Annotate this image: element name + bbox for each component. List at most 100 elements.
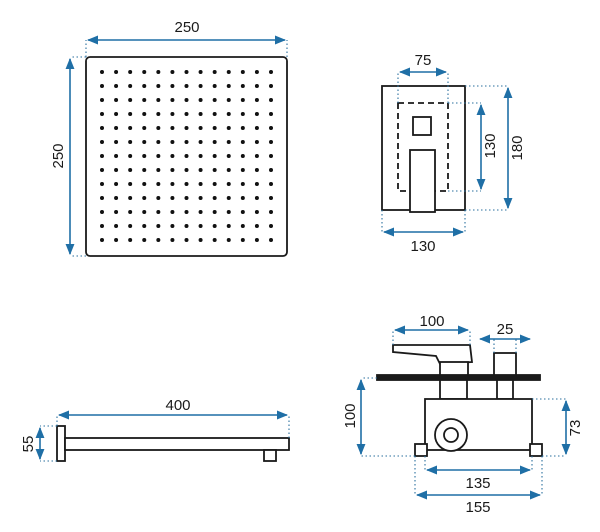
valve-body-stem-label: 25 <box>497 321 514 338</box>
valve-plate-inner-height-label: 130 <box>482 133 499 158</box>
shower-nozzle <box>226 224 231 228</box>
shower-nozzle <box>269 224 273 228</box>
shower-nozzle <box>240 98 245 102</box>
shower-nozzle <box>269 210 273 214</box>
shower-nozzle <box>128 196 133 200</box>
shower-arm-length-label: 400 <box>165 397 190 414</box>
valve-body-outlet-inner <box>443 427 459 443</box>
shower-nozzle <box>198 112 203 116</box>
shower-nozzle <box>198 196 203 200</box>
shower-nozzle <box>156 70 161 74</box>
shower-nozzle <box>184 182 189 186</box>
shower-nozzle <box>269 238 273 242</box>
valve-plate-width-label: 130 <box>410 238 435 255</box>
shower-nozzle <box>114 168 119 172</box>
shower-nozzle <box>269 70 273 74</box>
shower-nozzle <box>170 84 175 88</box>
shower-nozzle <box>142 210 147 214</box>
shower-nozzle <box>254 196 259 200</box>
shower-nozzle <box>184 238 189 242</box>
shower-nozzle <box>240 182 245 186</box>
shower-nozzle <box>170 210 175 214</box>
shower-nozzle <box>212 126 217 130</box>
shower-nozzle <box>184 196 189 200</box>
shower-nozzle <box>114 140 119 144</box>
shower-nozzle <box>114 154 119 158</box>
shower-nozzle <box>100 84 104 88</box>
shower-nozzle <box>114 98 119 102</box>
shower-nozzle <box>114 224 119 228</box>
shower-nozzle <box>128 112 133 116</box>
shower-arm-wall-flange <box>56 425 66 462</box>
shower-nozzle <box>212 224 217 228</box>
shower-nozzle <box>240 140 245 144</box>
valve-plate-lever <box>409 149 436 213</box>
shower-nozzle <box>142 126 147 130</box>
shower-nozzle <box>240 238 245 242</box>
shower-nozzle <box>114 238 119 242</box>
shower-nozzle <box>198 84 203 88</box>
shower-nozzle <box>212 84 217 88</box>
shower-nozzle <box>156 84 161 88</box>
shower-nozzle <box>142 238 147 242</box>
shower-nozzle <box>212 182 217 186</box>
shower-nozzle <box>226 154 231 158</box>
shower-nozzle <box>170 126 175 130</box>
shower-nozzle <box>240 196 245 200</box>
shower-nozzle <box>212 196 217 200</box>
shower-nozzle <box>269 126 273 130</box>
shower-nozzle <box>142 168 147 172</box>
shower-nozzle <box>212 238 217 242</box>
valve-plate-view: 75 130 180 130 <box>381 52 526 255</box>
shower-nozzle <box>212 154 217 158</box>
shower-nozzle <box>226 210 231 214</box>
shower-nozzle <box>269 168 273 172</box>
shower-nozzle <box>128 154 133 158</box>
shower-nozzle <box>240 112 245 116</box>
shower-nozzle <box>226 98 231 102</box>
shower-nozzle <box>254 238 259 242</box>
valve-body-view: 100 25 100 73 135 155 <box>342 313 584 516</box>
shower-nozzle <box>198 238 203 242</box>
valve-body-lever-base <box>439 361 469 376</box>
shower-nozzle <box>226 140 231 144</box>
valve-body-diverter-cap <box>493 352 517 376</box>
shower-nozzle <box>269 140 273 144</box>
shower-nozzle <box>170 154 175 158</box>
shower-nozzle <box>142 196 147 200</box>
shower-nozzle <box>212 210 217 214</box>
shower-nozzle <box>198 126 203 130</box>
shower-nozzle <box>254 84 259 88</box>
shower-nozzle <box>184 112 189 116</box>
shower-head-nozzles <box>100 70 273 242</box>
shower-nozzle <box>226 70 231 74</box>
shower-nozzle <box>128 182 133 186</box>
shower-nozzle <box>128 238 133 242</box>
valve-body-depth-label: 100 <box>342 403 359 428</box>
shower-nozzle <box>269 98 273 102</box>
shower-nozzle <box>240 154 245 158</box>
shower-nozzle <box>100 70 104 74</box>
shower-nozzle <box>156 98 161 102</box>
shower-nozzle <box>156 112 161 116</box>
shower-nozzle <box>170 98 175 102</box>
shower-nozzle <box>226 182 231 186</box>
shower-nozzle <box>198 154 203 158</box>
shower-nozzle <box>212 70 217 74</box>
shower-nozzle <box>198 70 203 74</box>
shower-nozzle <box>114 210 119 214</box>
shower-nozzle <box>184 84 189 88</box>
shower-nozzle <box>254 182 259 186</box>
valve-body-lever-stem <box>439 379 468 400</box>
shower-nozzle <box>254 168 259 172</box>
shower-nozzle <box>254 98 259 102</box>
shower-nozzle <box>198 168 203 172</box>
shower-nozzle <box>100 210 104 214</box>
valve-body-overall-width-label: 155 <box>465 499 490 516</box>
shower-nozzle <box>128 98 133 102</box>
shower-nozzle <box>100 182 104 186</box>
shower-nozzle <box>100 238 104 242</box>
shower-nozzle <box>254 140 259 144</box>
shower-nozzle <box>170 196 175 200</box>
valve-body-diverter-stem <box>496 379 514 400</box>
